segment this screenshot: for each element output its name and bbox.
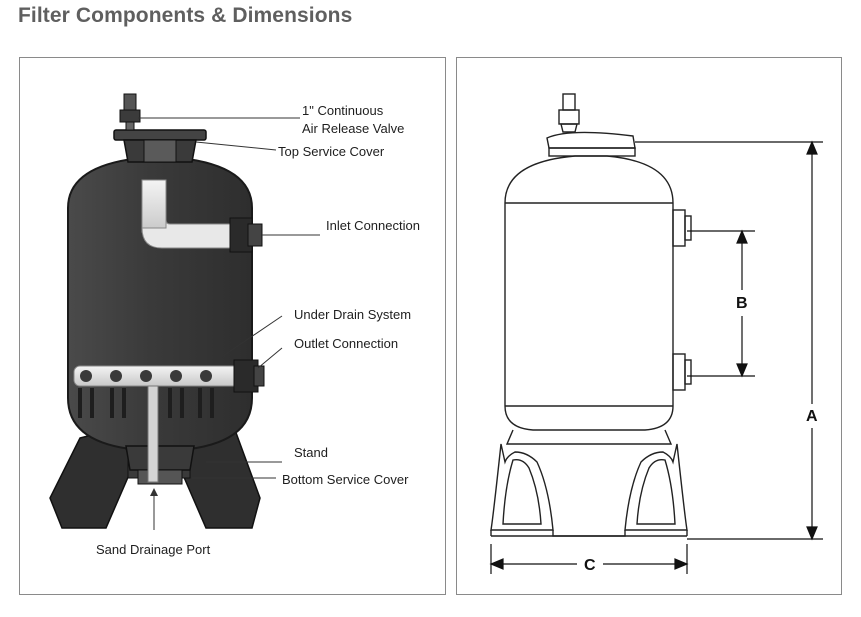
tank-outline (490, 93, 692, 537)
dimension-c (489, 544, 689, 574)
dimension-label-a: A (806, 408, 818, 425)
filter-cutaway-diagram: 1" Continuous Air Release Valve Top Serv… (49, 93, 420, 557)
callout-bottom-cover: Bottom Service Cover (282, 472, 409, 487)
inlet-pipe (141, 179, 263, 253)
underdrain-lateral (73, 359, 265, 483)
components-panel: 1" Continuous Air Release Valve Top Serv… (19, 57, 446, 595)
dimension-label-b: B (736, 295, 748, 312)
callout-drain-port: Sand Drainage Port (96, 542, 211, 557)
callout-top-cover: Top Service Cover (278, 144, 385, 159)
callout-stand: Stand (294, 445, 328, 460)
filter-dimension-diagram: A B C (489, 93, 823, 574)
dimension-b (687, 229, 755, 378)
callout-inlet: Inlet Connection (326, 218, 420, 233)
drain-arrowhead (150, 488, 158, 496)
callout-underdrain: Under Drain System (294, 307, 411, 322)
tank-body (67, 93, 253, 485)
dimension-label-c: C (584, 557, 596, 574)
dimension-a (635, 140, 823, 541)
callout-air-valve-line2: Air Release Valve (302, 121, 404, 136)
page-title: Filter Components & Dimensions (18, 4, 353, 27)
leader-lines (138, 117, 320, 530)
callout-air-valve-line1: 1" Continuous (302, 103, 384, 118)
dimensions-panel: A B C (456, 57, 842, 595)
callout-outlet: Outlet Connection (294, 336, 398, 351)
